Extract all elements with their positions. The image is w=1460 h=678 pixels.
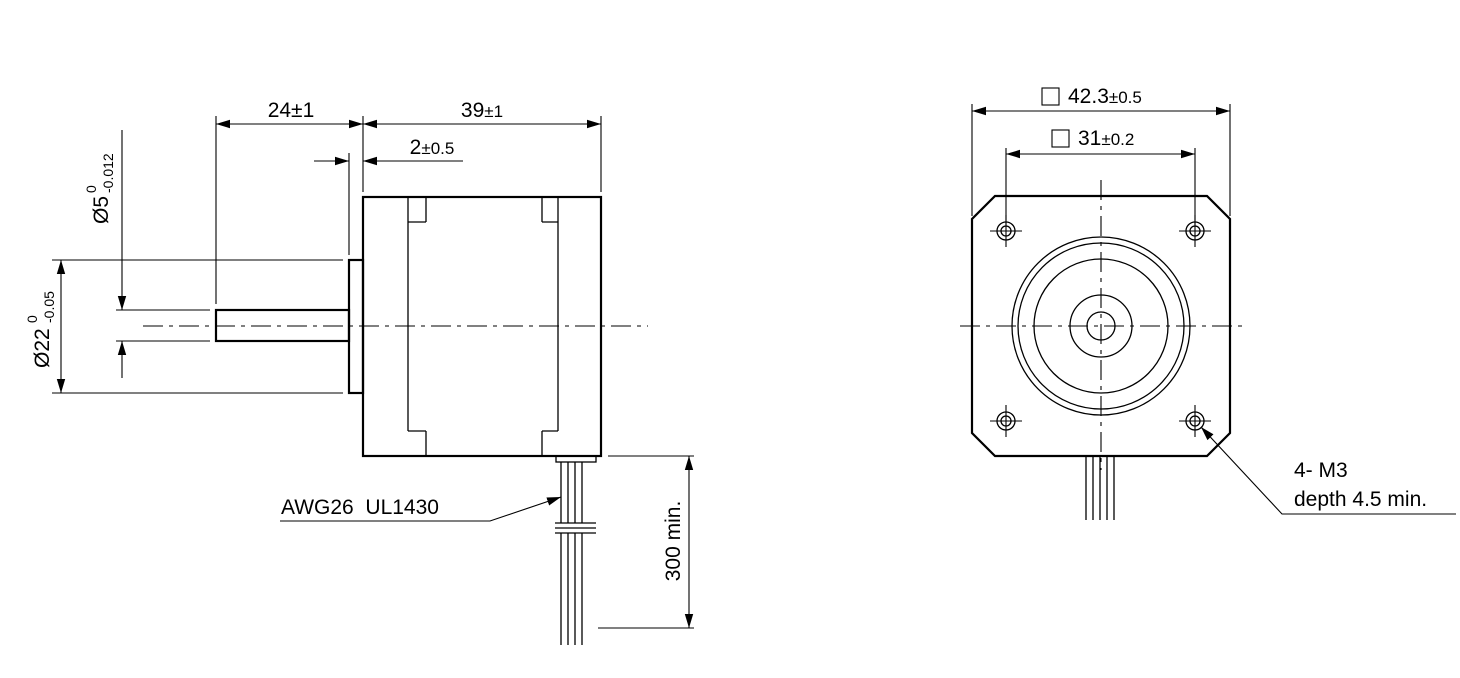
wire-spec-label: AWG26 UL1430 bbox=[281, 496, 439, 519]
motor-face-outline bbox=[970, 194, 1232, 458]
svg-text:Ø22: Ø22 bbox=[31, 328, 54, 368]
hole-note-leader bbox=[1200, 426, 1456, 515]
extension-lines bbox=[52, 116, 694, 629]
shaft-length-label: 24±1 bbox=[268, 99, 315, 122]
mounting-holes bbox=[990, 215, 1211, 437]
side-view: 24±1 39±1 2±0.5 Ø5 0 -0.012 Ø22 0 -0.05 … bbox=[24, 99, 694, 645]
front-shaft-circle bbox=[1086, 311, 1116, 341]
svg-text:-0.012: -0.012 bbox=[100, 153, 116, 193]
front-boss-circle bbox=[1033, 258, 1169, 394]
front-view: 42.3±0.5 31±0.2 4- M3 depth 4.5 min. bbox=[960, 85, 1456, 520]
front-inner-ring bbox=[1017, 242, 1185, 410]
hole-note-line1: 4- M3 bbox=[1294, 459, 1348, 482]
front-lead-wires bbox=[1085, 456, 1115, 520]
mounting-hole bbox=[1179, 405, 1211, 437]
front-outer-ring bbox=[1011, 236, 1191, 416]
hole-pitch-label: 31±0.2 bbox=[1078, 127, 1134, 150]
lead-wires bbox=[555, 455, 597, 645]
hole-note-line2: depth 4.5 min. bbox=[1294, 488, 1427, 511]
front-bearing-circle bbox=[1069, 294, 1133, 358]
front-extension-lines bbox=[971, 104, 1231, 225]
body-length-label: 39±1 bbox=[461, 99, 503, 122]
svg-text:0: 0 bbox=[83, 185, 99, 193]
wire-spec-leader bbox=[280, 496, 562, 522]
mounting-hole bbox=[990, 405, 1022, 437]
shaft-diameter-label: Ø5 0 -0.012 bbox=[83, 153, 116, 224]
svg-text:Ø5: Ø5 bbox=[90, 196, 113, 224]
square-symbol-icon bbox=[1051, 129, 1070, 148]
square-symbol-icon bbox=[1041, 87, 1060, 106]
svg-text:-0.05: -0.05 bbox=[41, 291, 57, 323]
flange-thickness-label: 2±0.5 bbox=[410, 136, 455, 159]
svg-text:0: 0 bbox=[24, 315, 40, 323]
outer-square-label: 42.3±0.5 bbox=[1068, 85, 1142, 108]
svg-text:300 min.: 300 min. bbox=[662, 501, 685, 582]
wire-exit-bushing bbox=[555, 455, 597, 463]
boss-diameter-label: Ø22 0 -0.05 bbox=[24, 291, 57, 368]
lead-length-label: 300 min. bbox=[662, 501, 685, 582]
